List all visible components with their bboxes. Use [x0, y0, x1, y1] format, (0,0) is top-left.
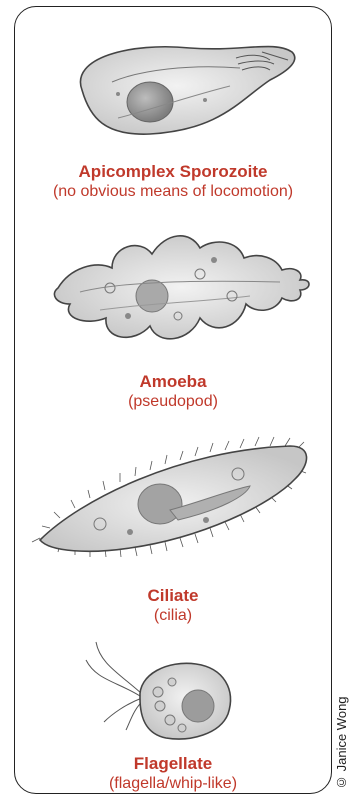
amoeba-illustration [0, 218, 358, 358]
amoeba-caption: Amoeba (pseudopod) [14, 372, 332, 412]
sporozoite-caption: Apicomplex Sporozoite (no obvious means … [14, 162, 332, 202]
ciliate-description: (cilia) [14, 606, 332, 626]
flagellate-illustration [0, 634, 358, 744]
amoeba-name: Amoeba [14, 372, 332, 392]
flagellate-description: (flagella/whip-like) [14, 774, 332, 794]
copyright-credit: © Janice Wong [334, 644, 356, 790]
flagellate-name: Flagellate [14, 754, 332, 774]
sporozoite-description: (no obvious means of locomotion) [14, 182, 332, 202]
sporozoite-name: Apicomplex Sporozoite [14, 162, 332, 182]
amoeba-description: (pseudopod) [14, 392, 332, 412]
ciliate-illustration [0, 420, 358, 570]
sporozoite-illustration [0, 30, 358, 150]
flagellate-caption: Flagellate (flagella/whip-like) [14, 754, 332, 794]
ciliate-caption: Ciliate (cilia) [14, 586, 332, 626]
ciliate-name: Ciliate [14, 586, 332, 606]
